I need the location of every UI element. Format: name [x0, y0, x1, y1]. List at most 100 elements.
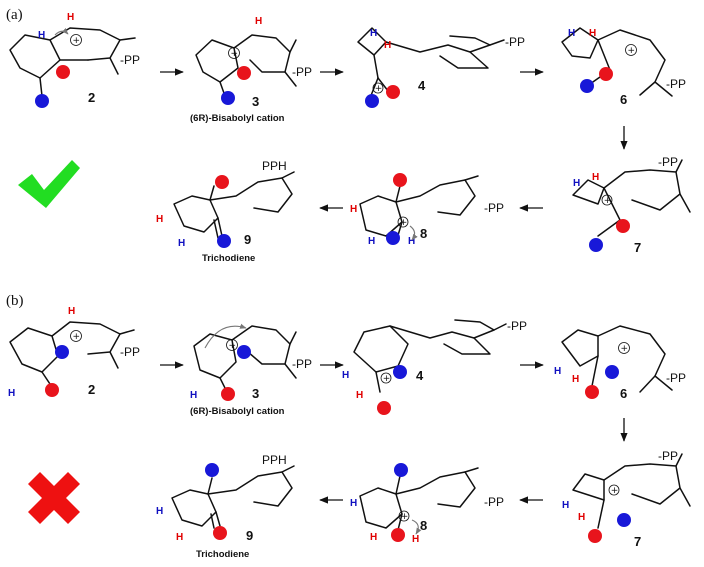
atom-label: + [604, 196, 612, 206]
atom-label: H [572, 374, 579, 385]
atom-label: + [375, 84, 383, 94]
atom-label: H [342, 370, 349, 381]
compound-9-b: H H PPH 9 Trichodiene [156, 453, 295, 560]
atom-label: H [255, 16, 262, 27]
red-atom [221, 387, 235, 401]
compound-9-a: H H PPH 9 Trichodiene [156, 159, 295, 264]
atom-label: H [408, 236, 415, 247]
blue-atom [221, 91, 235, 105]
red-atom [45, 383, 59, 397]
red-atom [599, 67, 613, 81]
atom-label: -PP [666, 77, 686, 91]
atom-label: H [8, 388, 15, 399]
red-atom [237, 66, 251, 80]
caption-trichodiene-b: Trichodiene [196, 549, 249, 560]
blue-atom [589, 238, 603, 252]
atom-label: 6 [620, 92, 627, 107]
atom-label: -PP [484, 495, 504, 509]
blue-atom [55, 345, 69, 359]
blue-atom [580, 79, 594, 93]
caption-bisabolyl-b: (6R)-Bisabolyl cation [190, 406, 285, 417]
atom-label: -PP [120, 53, 140, 67]
compound-3-a: H + -PP 3 (6R)-Bisabolyl cation [190, 16, 312, 124]
compound-6-b: H H + -PP 6 [554, 325, 686, 401]
atom-label: 3 [252, 94, 259, 109]
atom-label: PPH [262, 159, 287, 173]
red-atom [616, 219, 630, 233]
atom-label: + [73, 36, 81, 46]
atom-label: -PP [507, 319, 527, 333]
atom-label: H [368, 236, 375, 247]
atom-label: H [370, 28, 377, 39]
atom-label: -PP [505, 35, 525, 49]
atom-label: H [178, 238, 185, 249]
atom-label: + [383, 374, 391, 384]
atom-label: H [384, 40, 391, 51]
red-atom [215, 175, 229, 189]
blue-atom [386, 231, 400, 245]
atom-label: H [370, 532, 377, 543]
atom-label: H [356, 390, 363, 401]
atom-label: 3 [252, 386, 259, 401]
atom-label: H [350, 498, 357, 509]
blue-atom [617, 513, 631, 527]
atom-label: H [176, 532, 183, 543]
red-atom [585, 385, 599, 399]
compound-8-b: H H H + -PP 8 [350, 463, 504, 545]
atom-label: 8 [420, 518, 427, 533]
caption-bisabolyl-a: (6R)-Bisabolyl cation [190, 113, 285, 124]
atom-label: H [589, 28, 596, 39]
blue-atom [237, 345, 251, 359]
atom-label: 6 [620, 386, 627, 401]
atom-label: H [592, 172, 599, 183]
atom-label: H [554, 366, 561, 377]
atom-label: -PP [666, 371, 686, 385]
blue-atom [365, 94, 379, 108]
compound-8-a: H H H + -PP 8 [350, 173, 504, 247]
atom-label: -PP [484, 201, 504, 215]
panel-b-label: (b) [6, 293, 24, 309]
atom-label: 9 [246, 528, 253, 543]
atom-label: -PP [658, 449, 678, 463]
compound-7-b: H H + -PP 7 [562, 449, 691, 549]
atom-label: + [628, 46, 636, 56]
atom-label: H [568, 28, 575, 39]
compound-4-b: H H + -PP 4 [342, 319, 527, 415]
atom-label: 8 [420, 226, 427, 241]
atom-label: 7 [634, 534, 641, 549]
blue-atom [35, 94, 49, 108]
atom-label: 2 [88, 90, 95, 105]
compound-2-b: H H + -PP 2 [8, 306, 140, 399]
caption-trichodiene-a: Trichodiene [202, 253, 255, 264]
blue-atom [205, 463, 219, 477]
atom-label: -PP [120, 345, 140, 359]
blue-atom [394, 463, 408, 477]
atom-label: H [38, 30, 45, 41]
checkmark-icon [18, 160, 80, 208]
red-atom [377, 401, 391, 415]
atom-label: H [156, 214, 163, 225]
compound-3-b: H + -PP 3 (6R)-Bisabolyl cation [190, 323, 312, 417]
atom-label: -PP [292, 357, 312, 371]
red-atom [393, 173, 407, 187]
atom-label: + [231, 49, 239, 59]
atom-label: 4 [418, 78, 426, 93]
atom-label: + [229, 341, 237, 351]
red-atom [588, 529, 602, 543]
atom-label: H [67, 12, 74, 23]
atom-label: -PP [658, 155, 678, 169]
atom-label: 4 [416, 368, 424, 383]
atom-label: 9 [244, 232, 251, 247]
cross-icon [28, 472, 80, 524]
atom-label: PPH [262, 453, 287, 467]
atom-label: H [578, 512, 585, 523]
compound-4-a: H H + -PP 4 [357, 27, 525, 108]
blue-atom [605, 365, 619, 379]
atom-label: 7 [634, 240, 641, 255]
atom-label: -PP [292, 65, 312, 79]
atom-label: + [400, 218, 408, 228]
red-atom [213, 526, 227, 540]
atom-label: + [73, 332, 81, 342]
blue-atom [393, 365, 407, 379]
